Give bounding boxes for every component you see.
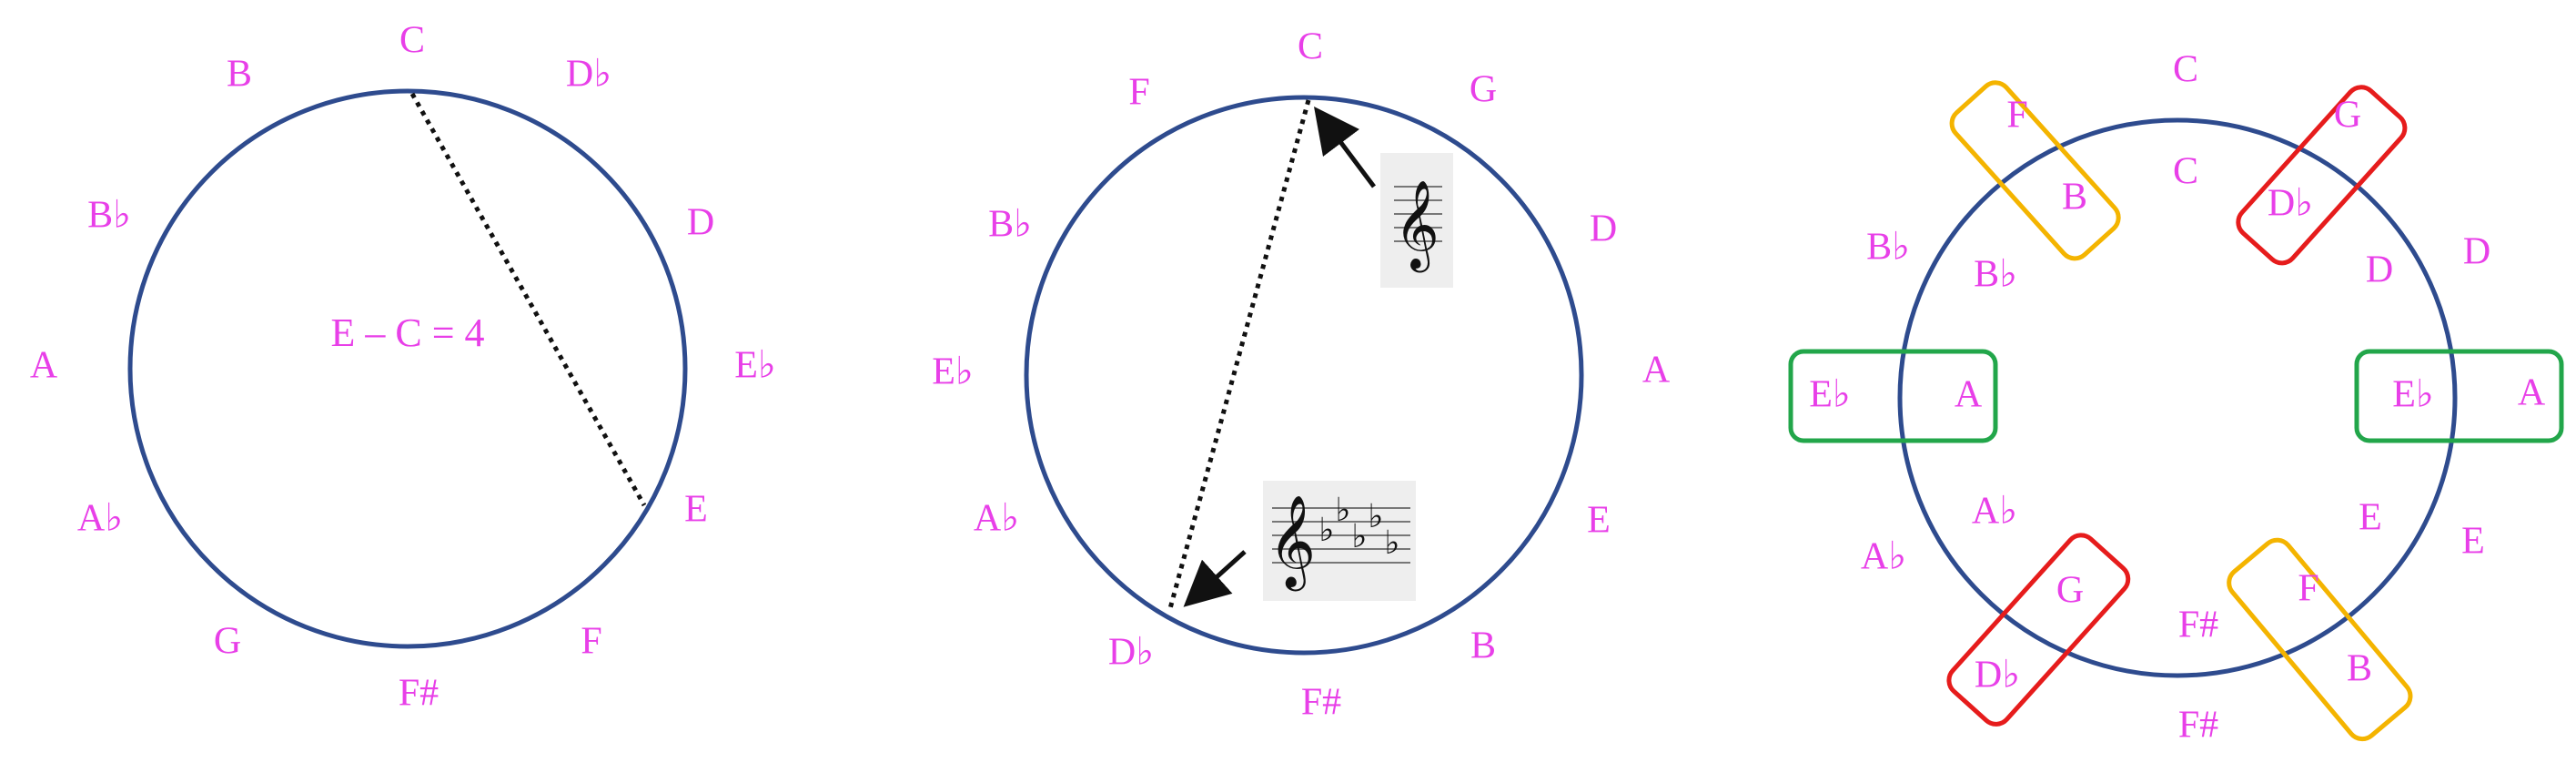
highlight-box-g-dflat-top [2236,85,2408,266]
inner-note-c: C [2173,151,2198,193]
inner-note-d-flat: D♭ [2268,183,2313,225]
circle-of-fifths-panel: 𝄞 𝄞 ♭ ♭ ♭ ♭ ♭ C G D A E B F# D♭ A♭ E♭ B♭ [932,26,1671,724]
chromatic-circle [127,88,688,649]
inner-note-f-sharp: F# [2178,605,2218,646]
fifths-circle [1024,95,1584,656]
outer-note-a-flat: A♭ [1861,536,1906,578]
svg-text:𝄞: 𝄞 [1394,179,1440,272]
note-label-d: D [1590,208,1617,250]
comparison-circle [1897,117,2458,678]
note-label-c: C [399,20,425,62]
outer-note-a: A [2518,372,2546,414]
outer-note-c: C [2173,49,2198,91]
outer-note-g: G [2334,95,2361,137]
outer-note-f-sharp: F# [2178,705,2218,747]
note-label-e: E [684,489,708,531]
highlight-box-eflat-a-left [1788,349,1998,443]
note-label-a-flat: A♭ [77,498,123,540]
note-label-a: A [1642,350,1671,392]
note-label-d: D [687,202,714,244]
note-label-b-flat: B♭ [87,195,131,237]
note-label-b-flat: B♭ [988,204,1032,246]
note-label-f-sharp: F# [1301,682,1341,724]
key-signature-arrow [1183,550,1247,607]
interval-equation: E – C = 4 [330,310,484,355]
outer-note-d: D [2463,231,2490,273]
inner-note-b-flat: B♭ [1974,254,2017,296]
note-label-d-flat: D♭ [566,54,611,96]
comparison-panel: C G D A E B F# D♭ A♭ E♭ B♭ F C D♭ D E♭ E… [1788,49,2564,747]
key-signature-chord [1167,99,1311,613]
outer-note-b-flat: B♭ [1866,227,1910,269]
note-label-f: F [1128,72,1149,114]
highlight-box-f-b-top [1949,80,2121,261]
inner-note-a-flat: A♭ [1972,491,2017,533]
note-label-a-flat: A♭ [974,498,1019,540]
outer-note-b: B [2347,648,2372,690]
note-label-c: C [1298,26,1323,68]
note-label-g: G [1470,69,1497,111]
inner-note-d: D [2366,249,2393,291]
note-label-e-flat: E♭ [734,345,775,387]
highlight-box-eflat-a-right [2354,349,2564,443]
note-label-b: B [227,54,252,96]
svg-text:♭: ♭ [1369,498,1384,535]
outer-note-f: F [2006,95,2027,137]
svg-text:♭: ♭ [1352,518,1368,555]
svg-text:♭: ♭ [1319,512,1335,549]
note-label-b: B [1470,625,1496,667]
highlight-box-g-dflat-bottom [1946,533,2131,727]
note-label-e-flat: E♭ [932,351,973,393]
highlight-box-f-b-bottom [2227,537,2413,742]
note-label-d-flat: D♭ [1108,632,1154,674]
svg-text:♭: ♭ [1336,492,1351,529]
outer-note-d-flat: D♭ [1975,655,2020,697]
interval-chord [409,92,647,507]
chromatic-circle-panel: E – C = 4 C D♭ D E♭ E F F# G A♭ A B♭ B [30,20,776,715]
note-label-f: F [581,621,601,663]
svg-text:𝄞: 𝄞 [1268,493,1316,592]
inner-note-a: A [1955,374,1983,416]
inner-note-f: F [2298,568,2318,610]
inner-note-e: E [2359,497,2382,539]
inner-note-e-flat: E♭ [2392,374,2433,416]
note-label-g: G [214,621,241,663]
outer-note-e: E [2461,521,2485,563]
note-label-e: E [1587,500,1611,542]
inner-note-g: G [2056,570,2084,612]
inner-note-b: B [2062,177,2087,219]
note-label-f-sharp: F# [399,673,439,715]
treble-clef-five-flats-staff-icon: 𝄞 ♭ ♭ ♭ ♭ ♭ [1263,481,1416,601]
svg-text:♭: ♭ [1385,524,1400,562]
clef-arrow [1314,107,1376,188]
note-label-a: A [30,345,58,387]
treble-clef-staff-icon: 𝄞 [1380,153,1453,288]
outer-note-e-flat: E♭ [1809,374,1850,416]
